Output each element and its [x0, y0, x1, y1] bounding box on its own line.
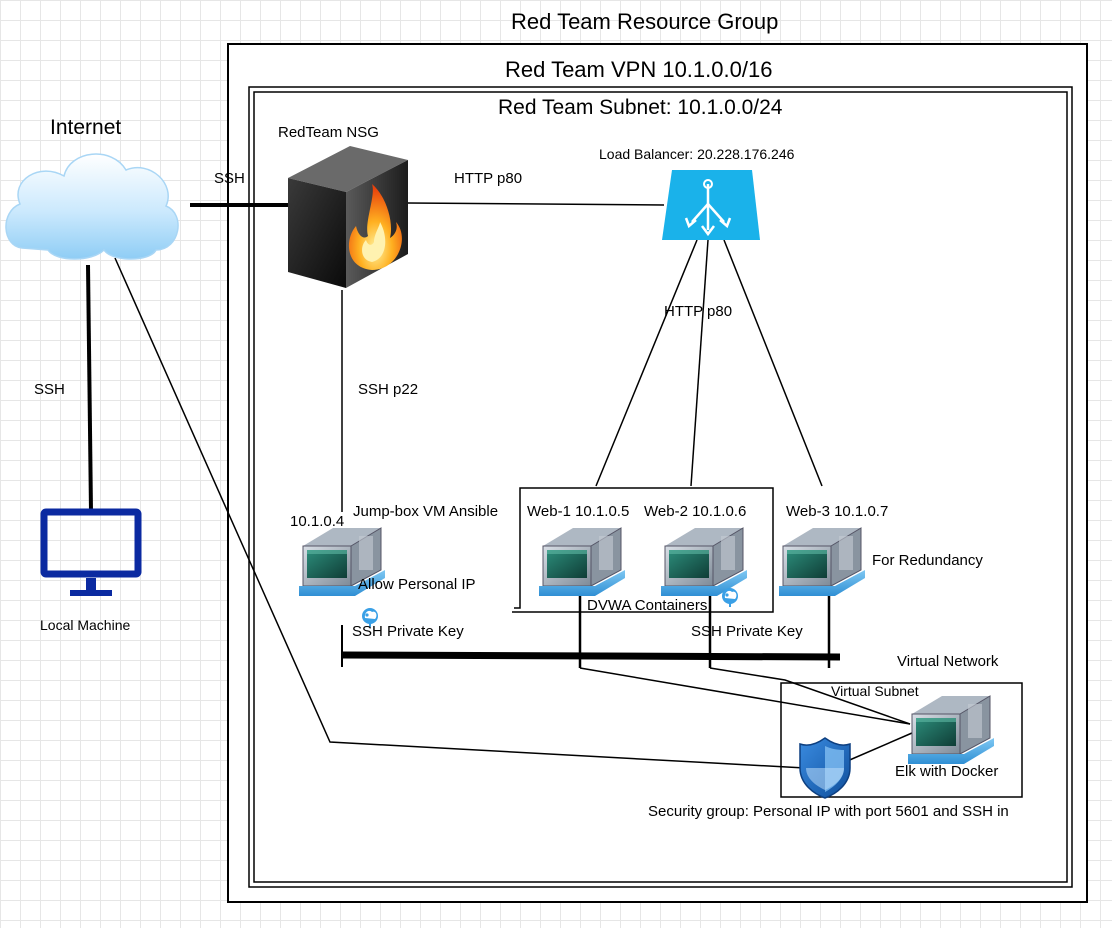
web1-elk-line	[579, 667, 911, 725]
vpn-title: Red Team VPN 10.1.0.0/16	[505, 57, 773, 82]
vpn-box	[248, 86, 1073, 888]
ssh-internet-local-label: SSH	[34, 381, 65, 398]
dvwa-container-box	[512, 487, 774, 613]
lb-web1-line	[595, 239, 698, 487]
web1-label: Web-1 10.1.0.5	[527, 503, 630, 520]
http-lb-web-label: HTTP p80	[664, 303, 733, 320]
web2-elk-line	[709, 667, 911, 725]
ssh-internet-nsg-label: SSH	[214, 170, 245, 187]
cloud-icon	[5, 153, 179, 260]
nsg-label: RedTeam NSG	[278, 124, 379, 141]
virtual-network-label: Virtual Network	[897, 653, 999, 670]
dvwa-label: DVWA Containers	[587, 597, 708, 614]
elk-label: Elk with Docker	[895, 763, 999, 780]
http-nsg-lb-label: HTTP p80	[454, 170, 523, 187]
ssh-key-bus	[341, 651, 841, 661]
lb-web3-line	[723, 239, 823, 487]
security-elk-line	[844, 732, 913, 763]
resource-group-title: Red Team Resource Group	[511, 9, 779, 34]
virtual-subnet-label: Virtual Subnet	[831, 683, 919, 699]
jumpbox-ip-label: 10.1.0.4	[290, 513, 345, 530]
internet-local-line	[86, 264, 93, 513]
dvwa-key-label: SSH Private Key	[691, 623, 803, 640]
shield-icon	[799, 737, 851, 799]
monitor-icon	[40, 508, 142, 596]
nsg-lb-line	[407, 202, 665, 206]
local-machine-label: Local Machine	[40, 617, 131, 633]
jumpbox-note-label: Allow Personal IP	[358, 576, 476, 593]
virtual-subnet-box	[780, 682, 1023, 798]
web2-label: Web-2 10.1.0.6	[644, 503, 747, 520]
load-balancer-icon	[662, 170, 760, 240]
subnet-title: Red Team Subnet: 10.1.0.0/24	[498, 96, 783, 119]
security-group-label: Security group: Personal IP with port 56…	[648, 803, 1009, 820]
lb-web2-line	[690, 239, 709, 487]
load-balancer-label: Load Balancer: 20.228.176.246	[599, 146, 795, 162]
jumpbox-key-label: SSH Private Key	[352, 623, 464, 640]
web3-note-label: For Redundancy	[872, 552, 983, 569]
subnet-box	[253, 91, 1068, 883]
web3-label: Web-3 10.1.0.7	[786, 503, 889, 520]
internet-label: Internet	[50, 116, 122, 139]
firewall-icon	[288, 146, 408, 288]
jumpbox-name-label: Jump-box VM Ansible	[353, 503, 499, 520]
ssh-nsg-jumpbox-label: SSH p22	[358, 381, 419, 398]
internet-security-line	[114, 257, 806, 769]
